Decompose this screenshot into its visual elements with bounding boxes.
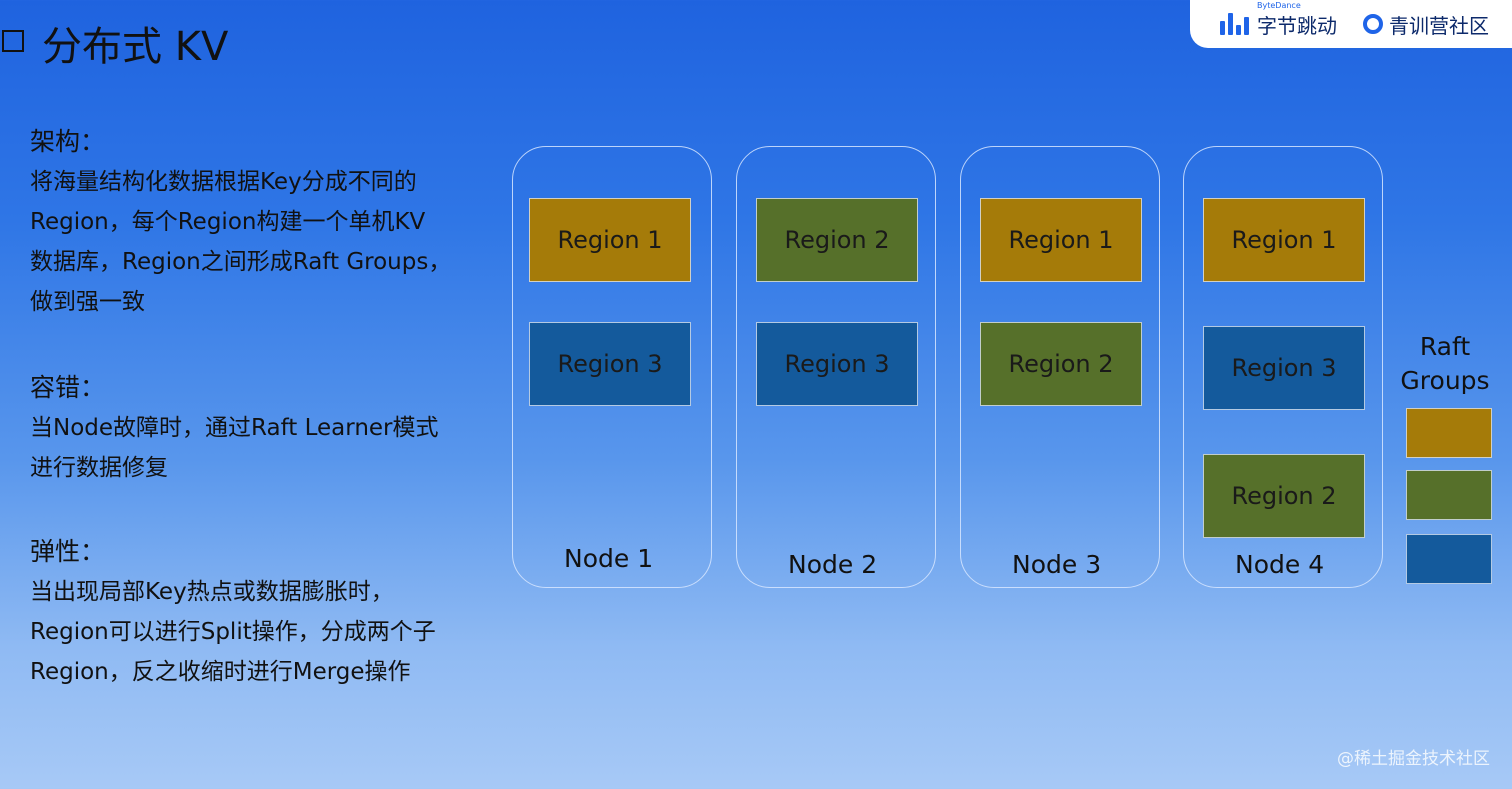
node-3-region-block: Region 2 [980, 322, 1142, 406]
node-2-region-block: Region 2 [756, 198, 918, 282]
elasticity-line: Region，反之收缩时进行Merge操作 [30, 659, 411, 685]
legend-swatch-region2 [1406, 470, 1492, 520]
legend-title-line: Groups [1400, 366, 1490, 395]
legend-title: Raft Groups [1400, 330, 1490, 398]
brand-community-name: 青训营社区 [1389, 13, 1489, 38]
legend-swatch-region1 [1406, 408, 1492, 458]
fault-tolerance-heading: 容错： [30, 373, 106, 402]
elasticity-line: 当出现局部Key热点或数据膨胀时， [30, 579, 394, 605]
brand-small-text: ByteDance [1257, 0, 1301, 10]
architecture-line: 将海量结构化数据根据Key分成不同的 [30, 169, 417, 195]
architecture-line: 做到强一致 [30, 289, 145, 315]
node-2-region-block: Region 3 [756, 322, 918, 406]
node-4-label: Node 4 [1235, 550, 1325, 579]
node-4-box [1183, 146, 1383, 588]
bytedance-logo-icon [1220, 13, 1249, 35]
title-bullet-box [2, 30, 24, 52]
node-3-label: Node 3 [1012, 550, 1102, 579]
page-title: 分布式 KV [42, 24, 229, 70]
node-4-region-block: Region 1 [1203, 198, 1365, 282]
fault-tolerance-line: 进行数据修复 [30, 455, 168, 481]
node-4-region-block: Region 3 [1203, 326, 1365, 410]
node-1-label: Node 1 [564, 544, 654, 573]
fault-tolerance-section: 容错： 当Node故障时，通过Raft Learner模式 进行数据修复 [30, 368, 439, 488]
node-1-region-block: Region 3 [529, 322, 691, 406]
node-3-box [960, 146, 1160, 588]
elasticity-section: 弹性： 当出现局部Key热点或数据膨胀时， Region可以进行Split操作，… [30, 532, 436, 692]
watermark-text: @稀土掘金技术社区 [1337, 749, 1490, 769]
brand-bar: ByteDance 字节跳动 青训营社区 [1190, 0, 1512, 48]
node-2-label: Node 2 [788, 550, 878, 579]
node-3-region-block: Region 1 [980, 198, 1142, 282]
node-2-box [736, 146, 936, 588]
legend-swatch-region3 [1406, 534, 1492, 584]
architecture-section: 架构： 将海量结构化数据根据Key分成不同的 Region，每个Region构建… [30, 122, 451, 322]
community-logo-icon [1363, 14, 1383, 34]
architecture-line: 数据库，Region之间形成Raft Groups， [30, 249, 452, 275]
architecture-line: Region，每个Region构建一个单机KV [30, 209, 426, 235]
node-4-region-block: Region 2 [1203, 454, 1365, 538]
node-1-box [512, 146, 712, 588]
legend-title-line: Raft [1419, 332, 1471, 361]
fault-tolerance-line: 当Node故障时，通过Raft Learner模式 [30, 415, 439, 441]
node-1-region-block: Region 1 [529, 198, 691, 282]
brand-company-name: 字节跳动 [1257, 13, 1337, 38]
elasticity-heading: 弹性： [30, 537, 106, 566]
architecture-heading: 架构： [30, 127, 106, 156]
elasticity-line: Region可以进行Split操作，分成两个子 [30, 619, 436, 645]
